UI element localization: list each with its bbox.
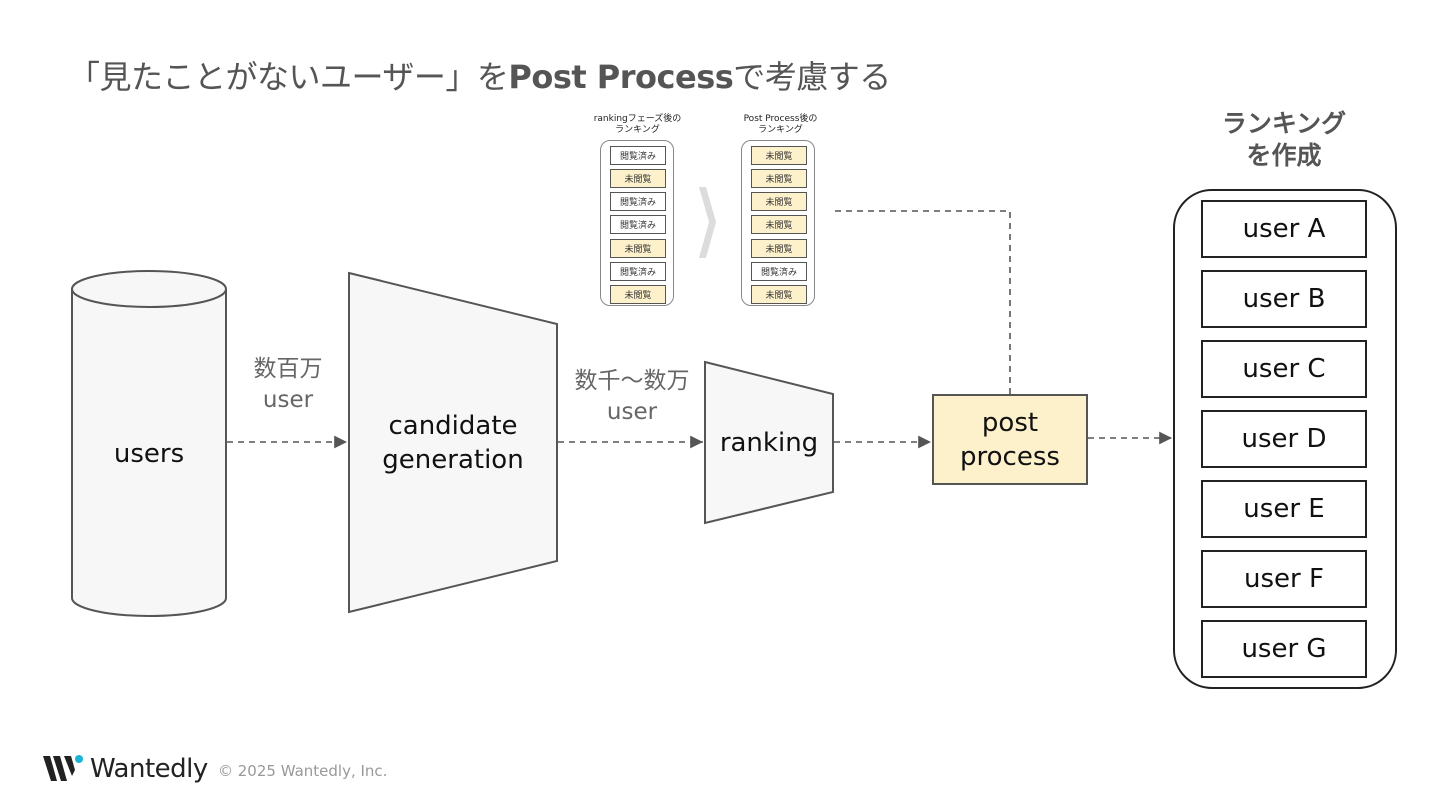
- title-bold: Post Process: [508, 58, 734, 96]
- footer-copyright: © 2025 Wantedly, Inc.: [218, 762, 388, 780]
- ranking-label: ranking: [719, 428, 819, 458]
- ranking-result-title: ランキング を作成: [1204, 108, 1364, 172]
- candidate-generation-label: candidate generation: [349, 409, 557, 477]
- list-item: 未閲覧: [751, 239, 807, 258]
- list-item: 閲覧済み: [610, 262, 666, 281]
- post-process-label: post process: [933, 406, 1087, 474]
- mini-before-header-line1: rankingフェーズ後の: [593, 114, 682, 124]
- user-box-b: user B: [1201, 270, 1367, 328]
- users-label: users: [113, 439, 185, 469]
- list-item: 未閲覧: [610, 239, 666, 258]
- list-item: 未閲覧: [751, 285, 807, 304]
- count-label-thousands: 数千～数万 user: [562, 366, 702, 428]
- list-item: 閲覧済み: [610, 146, 666, 165]
- mini-list-after-header: Post Process後の ランキング: [733, 114, 828, 136]
- chevron-right-icon: [699, 187, 716, 258]
- footer-brand: Wantedly: [90, 754, 208, 784]
- ranking-title-line1: ランキング: [1221, 109, 1347, 138]
- count-thousands-amount: 数千～数万: [574, 368, 690, 394]
- list-item: 閲覧済み: [751, 262, 807, 281]
- mini-before-header-line2: ランキング: [615, 125, 660, 135]
- count-label-millions: 数百万 user: [233, 354, 343, 416]
- count-millions-amount: 数百万: [253, 356, 323, 382]
- title-prefix: 「見たことがないユーザー」を: [68, 58, 509, 96]
- candidate-label-line1: candidate: [388, 411, 518, 441]
- list-item: 閲覧済み: [610, 215, 666, 234]
- wantedly-logo-icon: [43, 755, 83, 781]
- post-label-line1: post: [981, 408, 1039, 438]
- candidate-label-line2: generation: [382, 445, 524, 475]
- list-item: 未閲覧: [610, 285, 666, 304]
- page-title: 「見たことがないユーザー」をPost Processで考慮する: [68, 52, 891, 98]
- list-item: 閲覧済み: [610, 192, 666, 211]
- count-thousands-unit: user: [606, 399, 658, 425]
- mini-after-header-line1: Post Process後の: [743, 114, 818, 124]
- user-box-e: user E: [1201, 480, 1367, 538]
- list-item: 未閲覧: [610, 169, 666, 188]
- user-box-f: user F: [1201, 550, 1367, 608]
- mini-list-before: 閲覧済み 未閲覧 閲覧済み 閲覧済み 未閲覧 閲覧済み 未閲覧: [600, 140, 674, 306]
- list-item: 未閲覧: [751, 192, 807, 211]
- user-box-d: user D: [1201, 410, 1367, 468]
- wantedly-logo: Wantedly: [42, 754, 208, 784]
- mini-list-before-header: rankingフェーズ後の ランキング: [590, 114, 685, 136]
- candidate-generation-shape: [348, 271, 558, 614]
- user-box-a: user A: [1201, 200, 1367, 258]
- list-item: 未閲覧: [751, 146, 807, 165]
- list-item: 未閲覧: [751, 169, 807, 188]
- count-millions-unit: user: [262, 387, 314, 413]
- ranking-title-line2: を作成: [1246, 141, 1322, 170]
- list-item: 未閲覧: [751, 215, 807, 234]
- title-suffix: で考慮する: [733, 58, 891, 96]
- ranking-shape: [704, 360, 834, 525]
- post-label-line2: process: [960, 442, 1060, 472]
- post-process-shape: [932, 394, 1088, 485]
- mini-after-header-line2: ランキング: [758, 125, 803, 135]
- user-box-c: user C: [1201, 340, 1367, 398]
- user-box-g: user G: [1201, 620, 1367, 678]
- users-cylinder: [71, 270, 227, 617]
- callout-connector: [834, 210, 1011, 394]
- mini-list-after: 未閲覧 未閲覧 未閲覧 未閲覧 未閲覧 閲覧済み 未閲覧: [741, 140, 815, 306]
